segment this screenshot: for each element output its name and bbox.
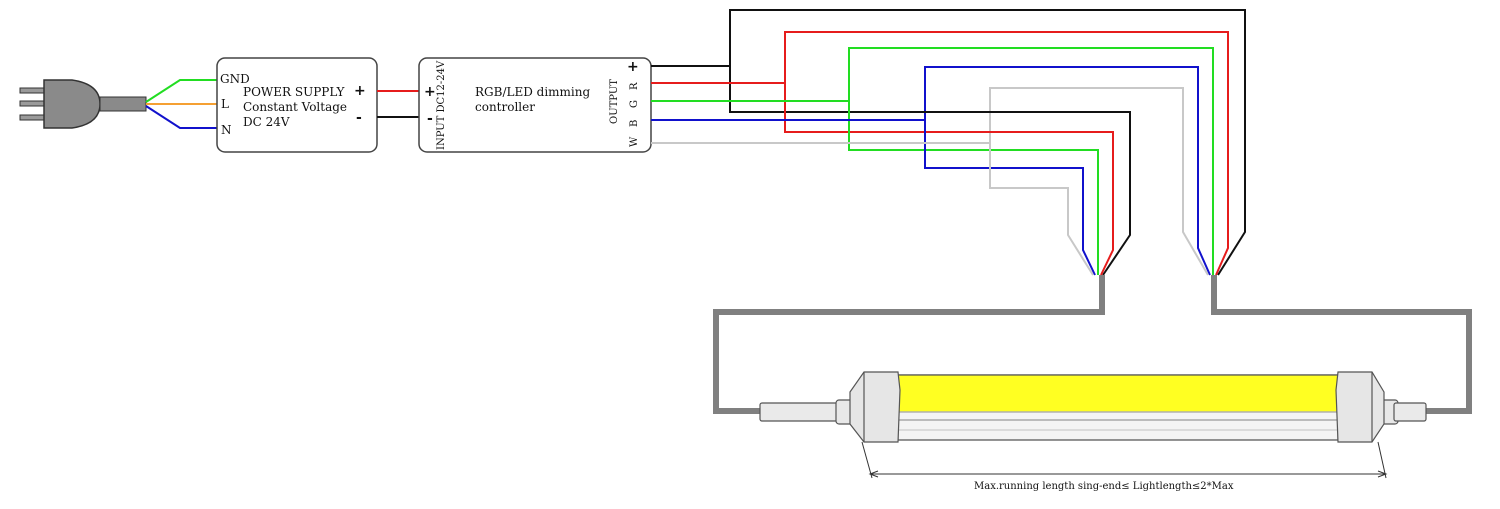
l-label: L bbox=[221, 97, 229, 111]
red-wire bbox=[651, 82, 1114, 276]
out-w: W bbox=[629, 136, 640, 147]
right-white-wire bbox=[989, 87, 1209, 276]
gnd-label: GND bbox=[220, 72, 250, 86]
power-supply: GND L N POWER SUPPLY Constant Voltage DC… bbox=[216, 57, 378, 153]
right-black-wire bbox=[729, 9, 1246, 276]
output-wires-right-group bbox=[729, 9, 1246, 276]
psu-minus: - bbox=[356, 110, 362, 126]
out-plus: + bbox=[627, 59, 639, 75]
psu-voltage: DC 24V bbox=[243, 115, 290, 129]
out-r: R bbox=[629, 82, 640, 90]
blue-wire bbox=[651, 119, 1096, 276]
right-red-wire bbox=[784, 31, 1229, 276]
n-label: N bbox=[221, 123, 232, 137]
length-dimension-label: Max.running length sing-end≤ Lightlength… bbox=[974, 481, 1234, 492]
gnd-wire bbox=[145, 79, 218, 103]
input-minus: - bbox=[427, 111, 433, 127]
psu-type: Constant Voltage bbox=[243, 100, 347, 114]
right-blue-wire bbox=[924, 66, 1211, 276]
feed-cables bbox=[713, 275, 1472, 414]
white-wire bbox=[651, 142, 1094, 276]
psu-plus: + bbox=[354, 83, 366, 99]
left-end-cap bbox=[849, 371, 901, 443]
green-wire bbox=[651, 100, 1099, 275]
right-feed-cable bbox=[1211, 275, 1472, 414]
mains-wires bbox=[145, 79, 218, 129]
dc-wires bbox=[377, 90, 419, 118]
black-wire bbox=[651, 65, 1131, 276]
output-wires-left-group bbox=[651, 65, 1131, 276]
controller-subtitle: controller bbox=[475, 100, 535, 114]
led-light-bar bbox=[759, 371, 1427, 443]
controller-title: RGB/LED dimming bbox=[475, 85, 590, 99]
right-end-cap bbox=[1335, 371, 1385, 443]
out-b: B bbox=[629, 120, 640, 127]
power-plug bbox=[19, 79, 147, 129]
left-feed-cable bbox=[713, 275, 1105, 414]
right-green-wire bbox=[848, 47, 1214, 275]
controller: INPUT DC12-24V + - RGB/LED dimming contr… bbox=[418, 57, 652, 153]
out-g: G bbox=[629, 100, 640, 108]
n-wire bbox=[145, 105, 218, 129]
length-dimension bbox=[861, 441, 1388, 479]
psu-title: POWER SUPPLY bbox=[243, 85, 346, 99]
output-label: OUTPUT bbox=[609, 79, 620, 124]
input-label: INPUT DC12-24V bbox=[436, 60, 447, 150]
input-plus: + bbox=[424, 84, 436, 100]
